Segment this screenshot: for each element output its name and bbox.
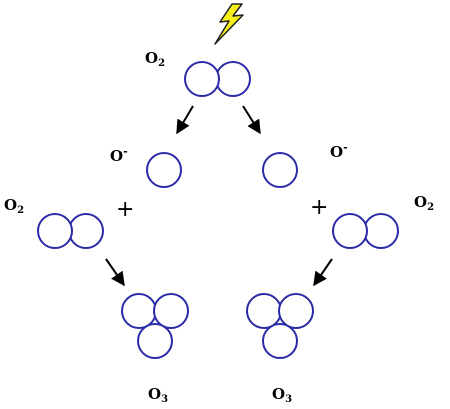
o-radical-right-label: O- (330, 142, 348, 160)
label-subscript: 2 (17, 205, 25, 216)
label-superscript: - (123, 145, 128, 158)
o-radical-left-label: O- (110, 146, 128, 164)
label-subscript: 2 (158, 58, 166, 69)
label-base: O (4, 196, 18, 214)
oxygen-atom (246, 293, 282, 329)
label-base: O (414, 193, 428, 211)
top-o2-molecule (184, 61, 251, 97)
label-base: O (330, 143, 344, 161)
label-subscript: 3 (285, 394, 293, 405)
oxygen-atom (278, 293, 314, 329)
left-o2-molecule (37, 213, 104, 249)
reaction-arrow-left (105, 258, 125, 287)
plus-sign-left: + (116, 197, 135, 222)
lightning-bolt-icon (214, 3, 244, 45)
label-base: O (272, 385, 286, 403)
oxygen-atom (68, 213, 104, 249)
label-subscript: 3 (161, 394, 169, 405)
label-base: O (110, 147, 124, 165)
o3-left-label: O3 (148, 387, 168, 405)
oxygen-atom (262, 323, 298, 359)
oxygen-atom (137, 323, 173, 359)
oxygen-atom (184, 61, 220, 97)
o-radical-left-atom (146, 152, 182, 188)
o3-right-label: O3 (272, 387, 292, 405)
label-base: O (148, 385, 162, 403)
oxygen-atom (363, 213, 399, 249)
oxygen-atom (332, 213, 368, 249)
right-o3-molecule (246, 293, 314, 359)
o-radical-right-atom (262, 152, 298, 188)
split-arrow-left (176, 105, 194, 135)
oxygen-atom (215, 61, 251, 97)
label-base: O (145, 49, 159, 67)
o2-left-label: O2 (4, 198, 24, 216)
split-arrow-right (242, 105, 261, 135)
reaction-arrow-right (313, 258, 333, 287)
right-o2-molecule (332, 213, 399, 249)
plus-sign-right: + (310, 195, 329, 220)
oxygen-atom (37, 213, 73, 249)
oxygen-atom (121, 293, 157, 329)
oxygen-atom (153, 293, 189, 329)
label-superscript: - (343, 141, 348, 154)
top-o2-label: O2 (145, 51, 165, 69)
label-subscript: 2 (427, 202, 435, 213)
left-o3-molecule (121, 293, 189, 359)
o2-right-label: O2 (414, 195, 434, 213)
